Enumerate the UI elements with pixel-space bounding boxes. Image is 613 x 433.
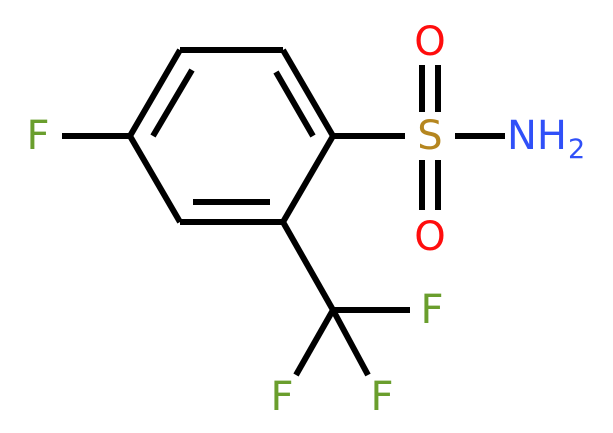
bond — [280, 134, 336, 224]
atom-f: F — [26, 113, 49, 159]
bond — [280, 48, 336, 138]
bond-c-f — [293, 308, 336, 377]
double-bond-inner — [150, 68, 195, 138]
bond-c-cf3 — [280, 220, 336, 312]
atom-f: F — [270, 374, 293, 420]
atom-n: NH — [507, 113, 567, 159]
atom-n-subscript: 2 — [568, 134, 585, 165]
double-bond-inner — [273, 70, 316, 138]
atom-f: F — [370, 374, 393, 420]
atom-s: S — [417, 113, 442, 159]
atom-f: F — [420, 287, 443, 333]
bond — [127, 134, 183, 224]
bond-c-f — [330, 308, 371, 377]
bond — [127, 48, 183, 138]
atom-o: O — [414, 19, 445, 65]
atom-o: O — [414, 214, 445, 260]
benzene-ring — [127, 47, 336, 225]
